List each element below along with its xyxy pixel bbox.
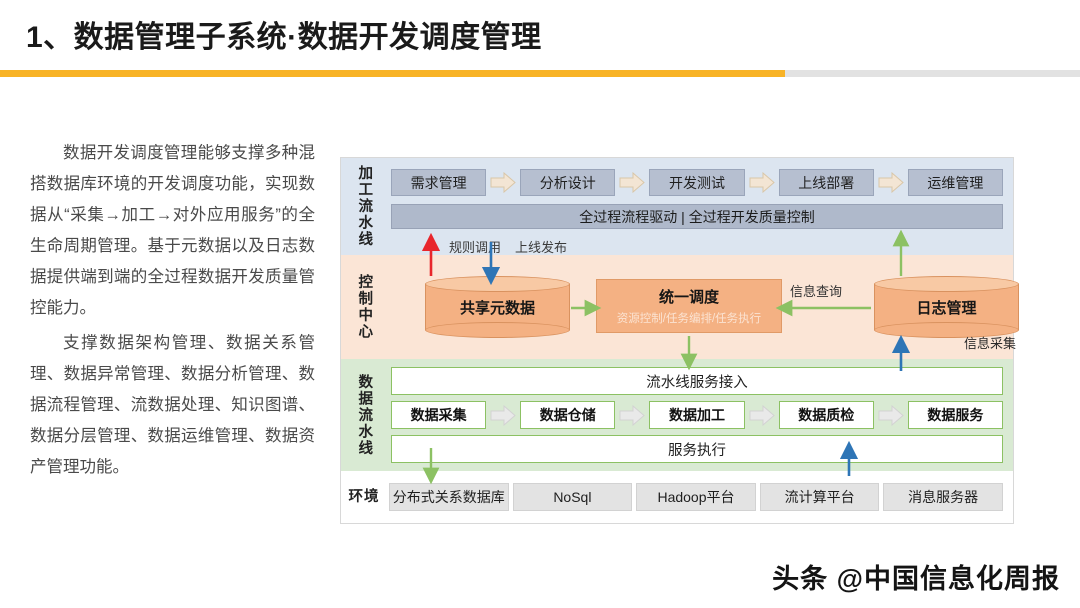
band-control-body: 共享元数据 统一调度 资源控制/任务编排/任务执行 日志管理 信息查询 信息采集 (387, 255, 1019, 359)
description-text: 数据开发调度管理能够支撑多种混搭数据库环境的开发调度功能，实现数据从“采集→加工… (30, 138, 315, 487)
band-control-center: 控制中心 共享元数据 统一调度 资源控制/任务编排/任务执行 日志管理 信息查询… (341, 255, 1019, 359)
band-data-pipeline: 数据流水线 流水线服务接入 数据采集 数据仓储 数据加工 数据质检 (341, 359, 1013, 471)
flow-tag-release: 上线发布 (515, 240, 568, 255)
architecture-diagram: 加工流水线 需求管理 分析设计 开发测试 上线部署 运维管理 (340, 157, 1019, 524)
process-step-row: 需求管理 分析设计 开发测试 上线部署 运维管理 (387, 158, 1013, 196)
node-unified-scheduler-subtitle: 资源控制/任务编排/任务执行 (616, 313, 762, 325)
data-step-warehouse[interactable]: 数据仓储 (520, 401, 616, 429)
chevron-right-icon (619, 404, 646, 426)
cylinder-bottom (874, 322, 1019, 338)
data-step-collect[interactable]: 数据采集 (391, 401, 487, 429)
data-step-row: 数据采集 数据仓储 数据加工 数据质检 数据服务 (391, 401, 1004, 429)
divider-gray-segment (785, 70, 1080, 77)
process-step-deploy[interactable]: 上线部署 (778, 169, 874, 196)
node-log-management[interactable]: 日志管理 (874, 276, 1019, 338)
chevron-right-icon (619, 172, 646, 193)
edge-label-info-collect: 信息采集 (964, 336, 1017, 351)
band-process-body: 需求管理 分析设计 开发测试 上线部署 运维管理 全过程流程驱动 | 全过 (387, 158, 1013, 255)
watermark: 头条 @中国信息化周报 (772, 564, 1060, 594)
band-environment-body: 分布式关系数据库 NoSql Hadoop平台 流计算平台 消息服务器 (387, 471, 1013, 523)
band-data-body: 流水线服务接入 数据采集 数据仓储 数据加工 数据质检 数据服务 (387, 359, 1013, 471)
env-item-nosql[interactable]: NoSql (512, 483, 633, 511)
divider-accent-segment (0, 70, 785, 77)
chevron-right-icon (490, 404, 516, 426)
description-paragraph-1: 数据开发调度管理能够支撑多种混搭数据库环境的开发调度功能，实现数据从“采集→加工… (30, 144, 315, 317)
cylinder-top (874, 276, 1019, 292)
band-label-process: 加工流水线 (356, 165, 373, 248)
process-step-dev-test[interactable]: 开发测试 (649, 169, 745, 196)
band-label-data: 数据流水线 (356, 373, 373, 457)
data-service-execution[interactable]: 服务执行 (391, 435, 1003, 463)
band-environment: 环境 分布式关系数据库 NoSql Hadoop平台 流计算平台 消息服务器 (341, 471, 1013, 523)
process-step-analysis-design[interactable]: 分析设计 (520, 169, 616, 196)
page-title: 1、数据管理子系统·数据开发调度管理 (26, 21, 542, 54)
node-log-management-label: 日志管理 (916, 299, 977, 317)
node-unified-scheduler-title: 统一调度 (658, 289, 719, 306)
env-item-message-server[interactable]: 消息服务器 (883, 483, 1003, 511)
band-label-environment: 环境 (348, 488, 380, 505)
process-step-operations[interactable]: 运维管理 (907, 169, 1004, 196)
chevron-right-icon (878, 404, 904, 426)
chevron-right-icon (749, 404, 775, 426)
process-step-requirement[interactable]: 需求管理 (391, 169, 487, 196)
cylinder-bottom (425, 322, 570, 338)
process-flow-tags: 规则调用 上线发布 (449, 237, 567, 256)
node-shared-metadata[interactable]: 共享元数据 (425, 276, 570, 338)
chevron-right-icon (490, 172, 516, 193)
title-divider (0, 70, 1080, 77)
band-label-control: 控制中心 (356, 274, 373, 340)
data-step-quality-check[interactable]: 数据质检 (778, 401, 874, 429)
node-shared-metadata-label: 共享元数据 (459, 299, 535, 317)
band-process-pipeline: 加工流水线 需求管理 分析设计 开发测试 上线部署 运维管理 (341, 158, 1013, 255)
node-unified-scheduler[interactable]: 统一调度 资源控制/任务编排/任务执行 (596, 279, 782, 333)
edge-label-info-query: 信息查询 (790, 284, 843, 299)
chevron-right-icon (878, 172, 904, 193)
data-pipeline-service-entry[interactable]: 流水线服务接入 (391, 367, 1003, 395)
env-item-distributed-rdb[interactable]: 分布式关系数据库 (389, 483, 509, 511)
env-item-hadoop[interactable]: Hadoop平台 (636, 483, 756, 511)
process-quality-bar: 全过程流程驱动 | 全过程开发质量控制 (391, 204, 1003, 229)
data-step-service[interactable]: 数据服务 (907, 401, 1004, 429)
chevron-right-icon (749, 172, 775, 193)
flow-tag-rule-call: 规则调用 (449, 240, 502, 255)
description-paragraph-2: 支撑数据架构管理、数据关系管理、数据异常管理、数据分析管理、数据流程管理、流数据… (30, 334, 315, 476)
env-item-stream-compute[interactable]: 流计算平台 (759, 483, 880, 511)
data-step-processing[interactable]: 数据加工 (649, 401, 745, 429)
